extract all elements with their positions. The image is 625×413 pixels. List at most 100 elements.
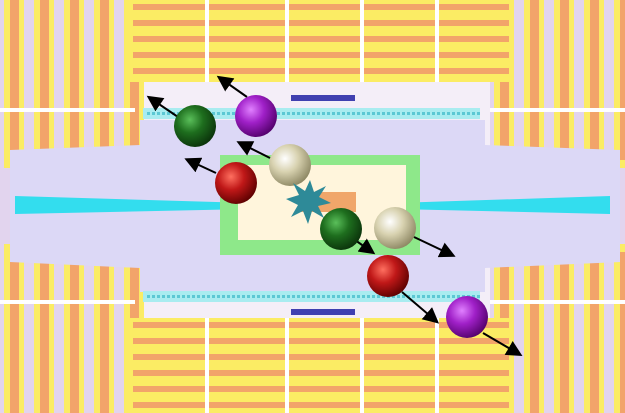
tracker-dot bbox=[237, 295, 240, 298]
tracker-dot bbox=[382, 112, 385, 115]
interaction-region-left-band bbox=[220, 218, 238, 255]
tracker-dot bbox=[412, 112, 415, 115]
tracker-dot bbox=[147, 112, 150, 115]
tracker-dot bbox=[352, 295, 355, 298]
tracker-dot bbox=[262, 295, 265, 298]
upper-tracker-marker bbox=[291, 95, 355, 101]
tracker-dot bbox=[417, 295, 420, 298]
tracker-dot bbox=[162, 295, 165, 298]
tracker-dot bbox=[277, 112, 280, 115]
tracker-dot bbox=[427, 295, 430, 298]
tracker-dot bbox=[422, 112, 425, 115]
tracker-dot bbox=[397, 295, 400, 298]
tracker-dot bbox=[362, 295, 365, 298]
tracker-dot bbox=[232, 112, 235, 115]
green-sphere bbox=[320, 208, 362, 250]
tracker-dot bbox=[147, 295, 150, 298]
tracker-dot bbox=[317, 112, 320, 115]
tracker-dot bbox=[362, 112, 365, 115]
beam-pipe bbox=[15, 196, 250, 214]
momentum-arrow bbox=[413, 236, 456, 258]
tracker-dot bbox=[367, 295, 370, 298]
tracker-dot bbox=[187, 295, 190, 298]
tracker-dot bbox=[202, 295, 205, 298]
tracker-dot bbox=[282, 112, 285, 115]
endcap-orange-stripe bbox=[100, 0, 109, 160]
barrel-orange-stripe bbox=[133, 354, 509, 360]
momentum-arrow bbox=[184, 157, 217, 174]
endcap-orange-stripe bbox=[40, 0, 49, 160]
barrel-orange-stripe bbox=[133, 20, 509, 26]
tracker-dot bbox=[392, 295, 395, 298]
endcap-orange-stripe bbox=[530, 252, 539, 413]
barrel-orange-stripe bbox=[133, 36, 509, 42]
tracker-dot bbox=[297, 295, 300, 298]
tracker-dot bbox=[317, 295, 320, 298]
tracker-dot bbox=[292, 112, 295, 115]
tracker-dot bbox=[472, 112, 475, 115]
tracker-dot bbox=[452, 112, 455, 115]
tracker-dot bbox=[232, 295, 235, 298]
momentum-arrow bbox=[482, 332, 523, 357]
bottom-barrel-calorimeter bbox=[128, 318, 513, 413]
endcap-orange-stripe bbox=[590, 0, 599, 160]
tracker-dot bbox=[302, 112, 305, 115]
lower-tracker-marker bbox=[291, 309, 355, 315]
tracker-dot bbox=[227, 112, 230, 115]
tracker-dot bbox=[152, 295, 155, 298]
endcap-yellow-band bbox=[614, 244, 625, 413]
endcap-gap bbox=[490, 300, 625, 304]
cream-sphere bbox=[374, 207, 416, 249]
tracker-dot bbox=[432, 295, 435, 298]
tracker-dot bbox=[342, 295, 345, 298]
endcap-orange-stripe bbox=[70, 252, 79, 413]
tracker-dot bbox=[472, 295, 475, 298]
barrel-divider bbox=[285, 0, 289, 82]
barrel-orange-stripe bbox=[133, 386, 509, 392]
collision-vertex-icon bbox=[286, 180, 331, 224]
tracker-dot bbox=[247, 295, 250, 298]
tracker-dot bbox=[357, 112, 360, 115]
tracker-dot bbox=[302, 295, 305, 298]
endcap-orange-stripe bbox=[620, 252, 625, 413]
tracker-dot bbox=[162, 112, 165, 115]
tracker-dot bbox=[467, 112, 470, 115]
tracker-dot bbox=[152, 112, 155, 115]
tracker-dot bbox=[412, 295, 415, 298]
tracker-dot bbox=[282, 295, 285, 298]
tracker-dot bbox=[387, 112, 390, 115]
tracker-dot bbox=[307, 295, 310, 298]
barrel-divider bbox=[360, 0, 364, 82]
tracker-dot bbox=[272, 295, 275, 298]
momentum-arrow bbox=[401, 291, 440, 324]
tracker-dot bbox=[337, 112, 340, 115]
tracker-dot bbox=[277, 295, 280, 298]
endcap-orange-stripe bbox=[560, 0, 569, 160]
tracker-dot bbox=[327, 295, 330, 298]
tracker-dot bbox=[192, 295, 195, 298]
endcap-orange-stripe bbox=[70, 0, 79, 160]
tracker-dot bbox=[462, 112, 465, 115]
beam-pipe bbox=[395, 196, 610, 214]
tracker-dot bbox=[197, 295, 200, 298]
tracker-dot bbox=[327, 112, 330, 115]
tracker-dot bbox=[407, 112, 410, 115]
tracker-dot bbox=[447, 112, 450, 115]
tracker-dot bbox=[347, 295, 350, 298]
barrel-orange-stripe bbox=[133, 370, 509, 376]
tracker-dot bbox=[297, 112, 300, 115]
tracker-dot bbox=[372, 295, 375, 298]
tracker-dot bbox=[447, 295, 450, 298]
upper-tracker-strip bbox=[143, 108, 480, 119]
tracker-dot bbox=[442, 295, 445, 298]
tracker-dot bbox=[322, 295, 325, 298]
endcap-gap bbox=[0, 300, 135, 304]
tracker-dot bbox=[167, 112, 170, 115]
tracker-dot bbox=[157, 295, 160, 298]
particles bbox=[174, 95, 488, 338]
tracker-dot bbox=[207, 295, 210, 298]
momentum-arrow bbox=[236, 141, 271, 159]
tracker-dot bbox=[257, 295, 260, 298]
tracker-dot bbox=[477, 295, 480, 298]
cream-sphere bbox=[269, 144, 311, 186]
